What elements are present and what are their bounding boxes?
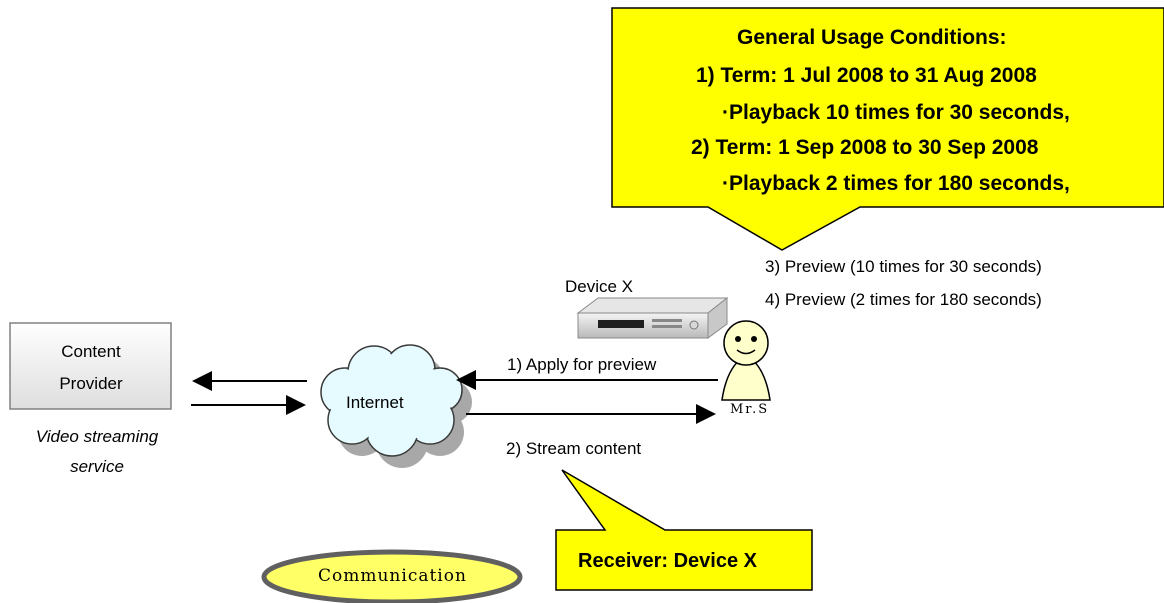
communication-badge [261,549,523,603]
content-provider-box [9,322,172,410]
usage-conditions-callout [611,7,1164,251]
content-provider-line1: Content [61,342,121,361]
step-preview-1-label: 3) Preview (10 times for 30 seconds) [765,257,1042,276]
step-apply-label: 1) Apply for preview [507,355,657,374]
internet-label: Internet [346,393,404,412]
service-line1: Video streaming [35,427,159,446]
device-x-icon [576,296,729,339]
receiver-callout [555,469,813,591]
usage-playback-1: ·Playback 10 times for 30 seconds, [722,101,1070,124]
usage-conditions-title: General Usage Conditions: [737,26,1007,49]
step-stream-label: 2) Stream content [506,439,642,458]
device-x-label: Device X [565,277,634,296]
content-provider-line2: Provider [59,374,123,393]
communication-label: Communication [318,566,467,586]
person-name-label: Mr.S [730,402,770,417]
usage-playback-2: ·Playback 2 times for 180 seconds, [722,172,1070,195]
person-mr-s-icon [721,320,771,401]
receiver-text: Receiver: Device X [578,550,758,572]
usage-playback-2-text: Playback 2 times for 180 seconds, [729,172,1070,195]
usage-playback-1-text: Playback 10 times for 30 seconds, [729,101,1070,124]
step-preview-2-label: 4) Preview (2 times for 180 seconds) [765,290,1042,309]
usage-term-2: 2) Term: 1 Sep 2008 to 30 Sep 2008 [691,136,1039,159]
usage-term-1: 1) Term: 1 Jul 2008 to 31 Aug 2008 [696,64,1037,87]
service-line2: service [70,457,124,476]
